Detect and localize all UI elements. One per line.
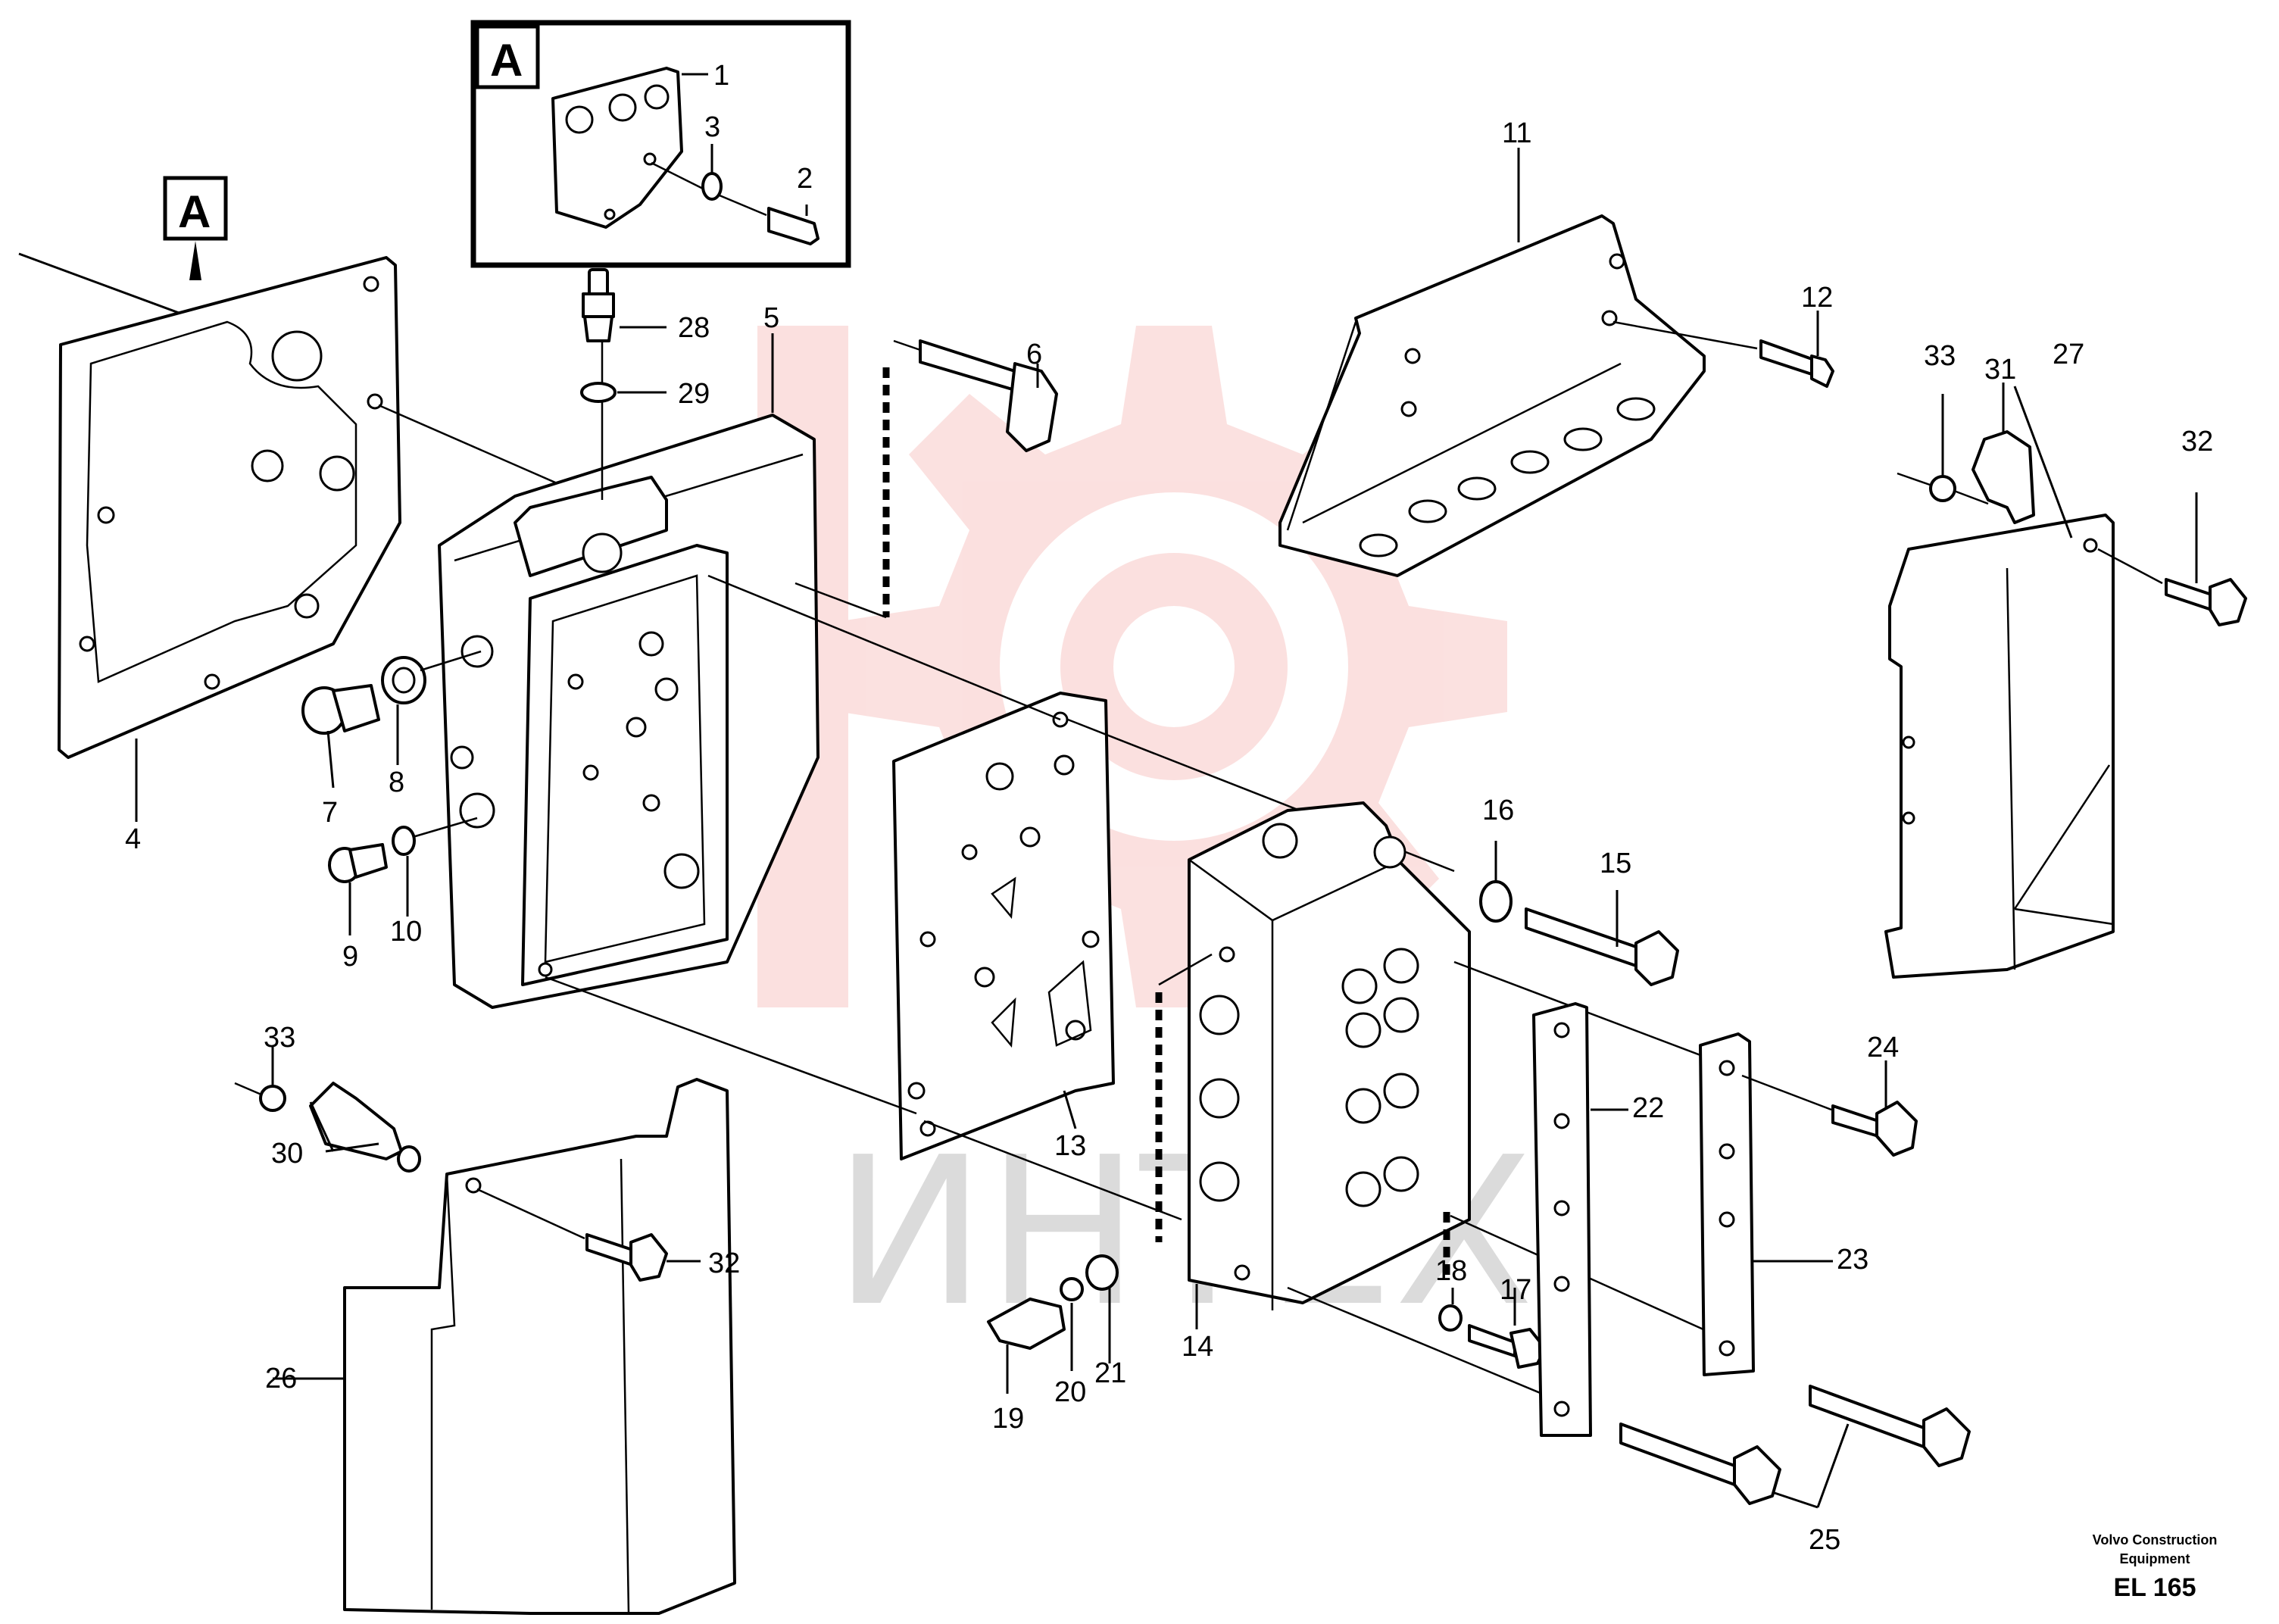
callout-29: 29	[678, 378, 710, 410]
part-33-washer-top	[1897, 394, 1989, 505]
part-2-bolt	[767, 207, 820, 245]
callout-28: 28	[678, 312, 710, 344]
part-27-side-cover	[1884, 386, 2115, 979]
callout-23: 23	[1837, 1244, 1868, 1276]
callout-10: 10	[390, 916, 422, 948]
part-32-bolt-top	[2097, 492, 2247, 626]
callout-4: 4	[125, 823, 141, 855]
callout-32-bottom: 32	[708, 1248, 740, 1279]
detail-view-a: A	[470, 20, 851, 268]
part-13-separator-plate	[707, 574, 1455, 1160]
manufacturer-line-1: Volvo Construction	[2092, 1532, 2218, 1547]
manufacturer-line-2: Equipment	[2119, 1551, 2190, 1566]
callout-16: 16	[1482, 795, 1514, 826]
part-18-o-ring	[1438, 1288, 1463, 1332]
part-33-washer-left	[234, 1045, 286, 1112]
part-30-clip	[309, 1082, 421, 1173]
part-24-bolt	[1741, 1060, 1918, 1157]
callout-32-top: 32	[2181, 426, 2213, 458]
callout-18: 18	[1435, 1255, 1467, 1287]
callout-9: 9	[342, 941, 358, 973]
callout-2: 2	[797, 163, 813, 195]
callout-5: 5	[763, 302, 779, 334]
callout-33-top: 33	[1924, 340, 1956, 372]
callout-19: 19	[992, 1403, 1024, 1435]
part-26-front-cover	[273, 1078, 736, 1615]
callout-12: 12	[1801, 282, 1833, 314]
part-14-valve-body	[1155, 801, 1471, 1329]
callout-22: 22	[1632, 1092, 1664, 1124]
gasket-view-label: A	[178, 186, 211, 237]
part-31-clip	[1971, 383, 2035, 524]
drawing-code: EL 165	[2113, 1573, 2196, 1602]
part-22-strip-plate	[1532, 1002, 1628, 1437]
part-19-fitting	[987, 1298, 1066, 1394]
part-29-washer	[580, 382, 667, 403]
part-21-washer	[1085, 1254, 1119, 1363]
callout-6: 6	[1026, 339, 1042, 370]
part-32-bolt-bottom	[476, 1188, 701, 1282]
callout-24: 24	[1867, 1032, 1899, 1063]
callout-20: 20	[1054, 1376, 1086, 1408]
part-6-bolt	[795, 339, 1058, 619]
part-8-washer	[381, 650, 482, 765]
part-28-fitting	[582, 268, 667, 342]
part-7-plug	[301, 684, 380, 789]
callout-8: 8	[389, 767, 404, 798]
callout-31: 31	[1984, 354, 2016, 386]
callout-labels: 1 2 3 4 5 6 7 8 9 10 11 12 13 14 15 16 1…	[125, 60, 2213, 1556]
part-4-gasket: A	[18, 176, 561, 822]
part-9-plug	[328, 843, 388, 935]
callout-1: 1	[713, 60, 729, 92]
detail-view-a-label: A	[490, 35, 523, 86]
callout-25: 25	[1809, 1524, 1840, 1556]
part-10-washer	[392, 817, 478, 917]
callout-17: 17	[1500, 1274, 1531, 1306]
part-25-bolts	[1619, 1385, 1971, 1509]
part-23-strip-plate	[1699, 1032, 1833, 1376]
part-11-bracket	[1278, 148, 1706, 577]
callout-15: 15	[1600, 848, 1631, 879]
callout-7: 7	[322, 797, 338, 829]
callout-14: 14	[1182, 1331, 1213, 1363]
part-3-washer	[701, 172, 723, 201]
part-20-o-ring	[1060, 1277, 1084, 1371]
callout-30: 30	[271, 1138, 303, 1170]
callout-21: 21	[1094, 1357, 1126, 1389]
callout-13: 13	[1054, 1130, 1086, 1162]
callout-33-left: 33	[264, 1022, 295, 1054]
drawing-footer: Volvo Construction Equipment EL 165	[2056, 1531, 2253, 1603]
callout-27: 27	[2053, 339, 2084, 370]
part-5-valve-housing	[438, 288, 820, 1009]
part-15-bolt	[1525, 890, 1679, 986]
callout-11: 11	[1502, 117, 1531, 149]
part-12-bolt	[1612, 311, 1834, 388]
part-16-washer	[1479, 841, 1513, 923]
callout-26: 26	[265, 1363, 297, 1394]
callout-3: 3	[704, 111, 720, 143]
